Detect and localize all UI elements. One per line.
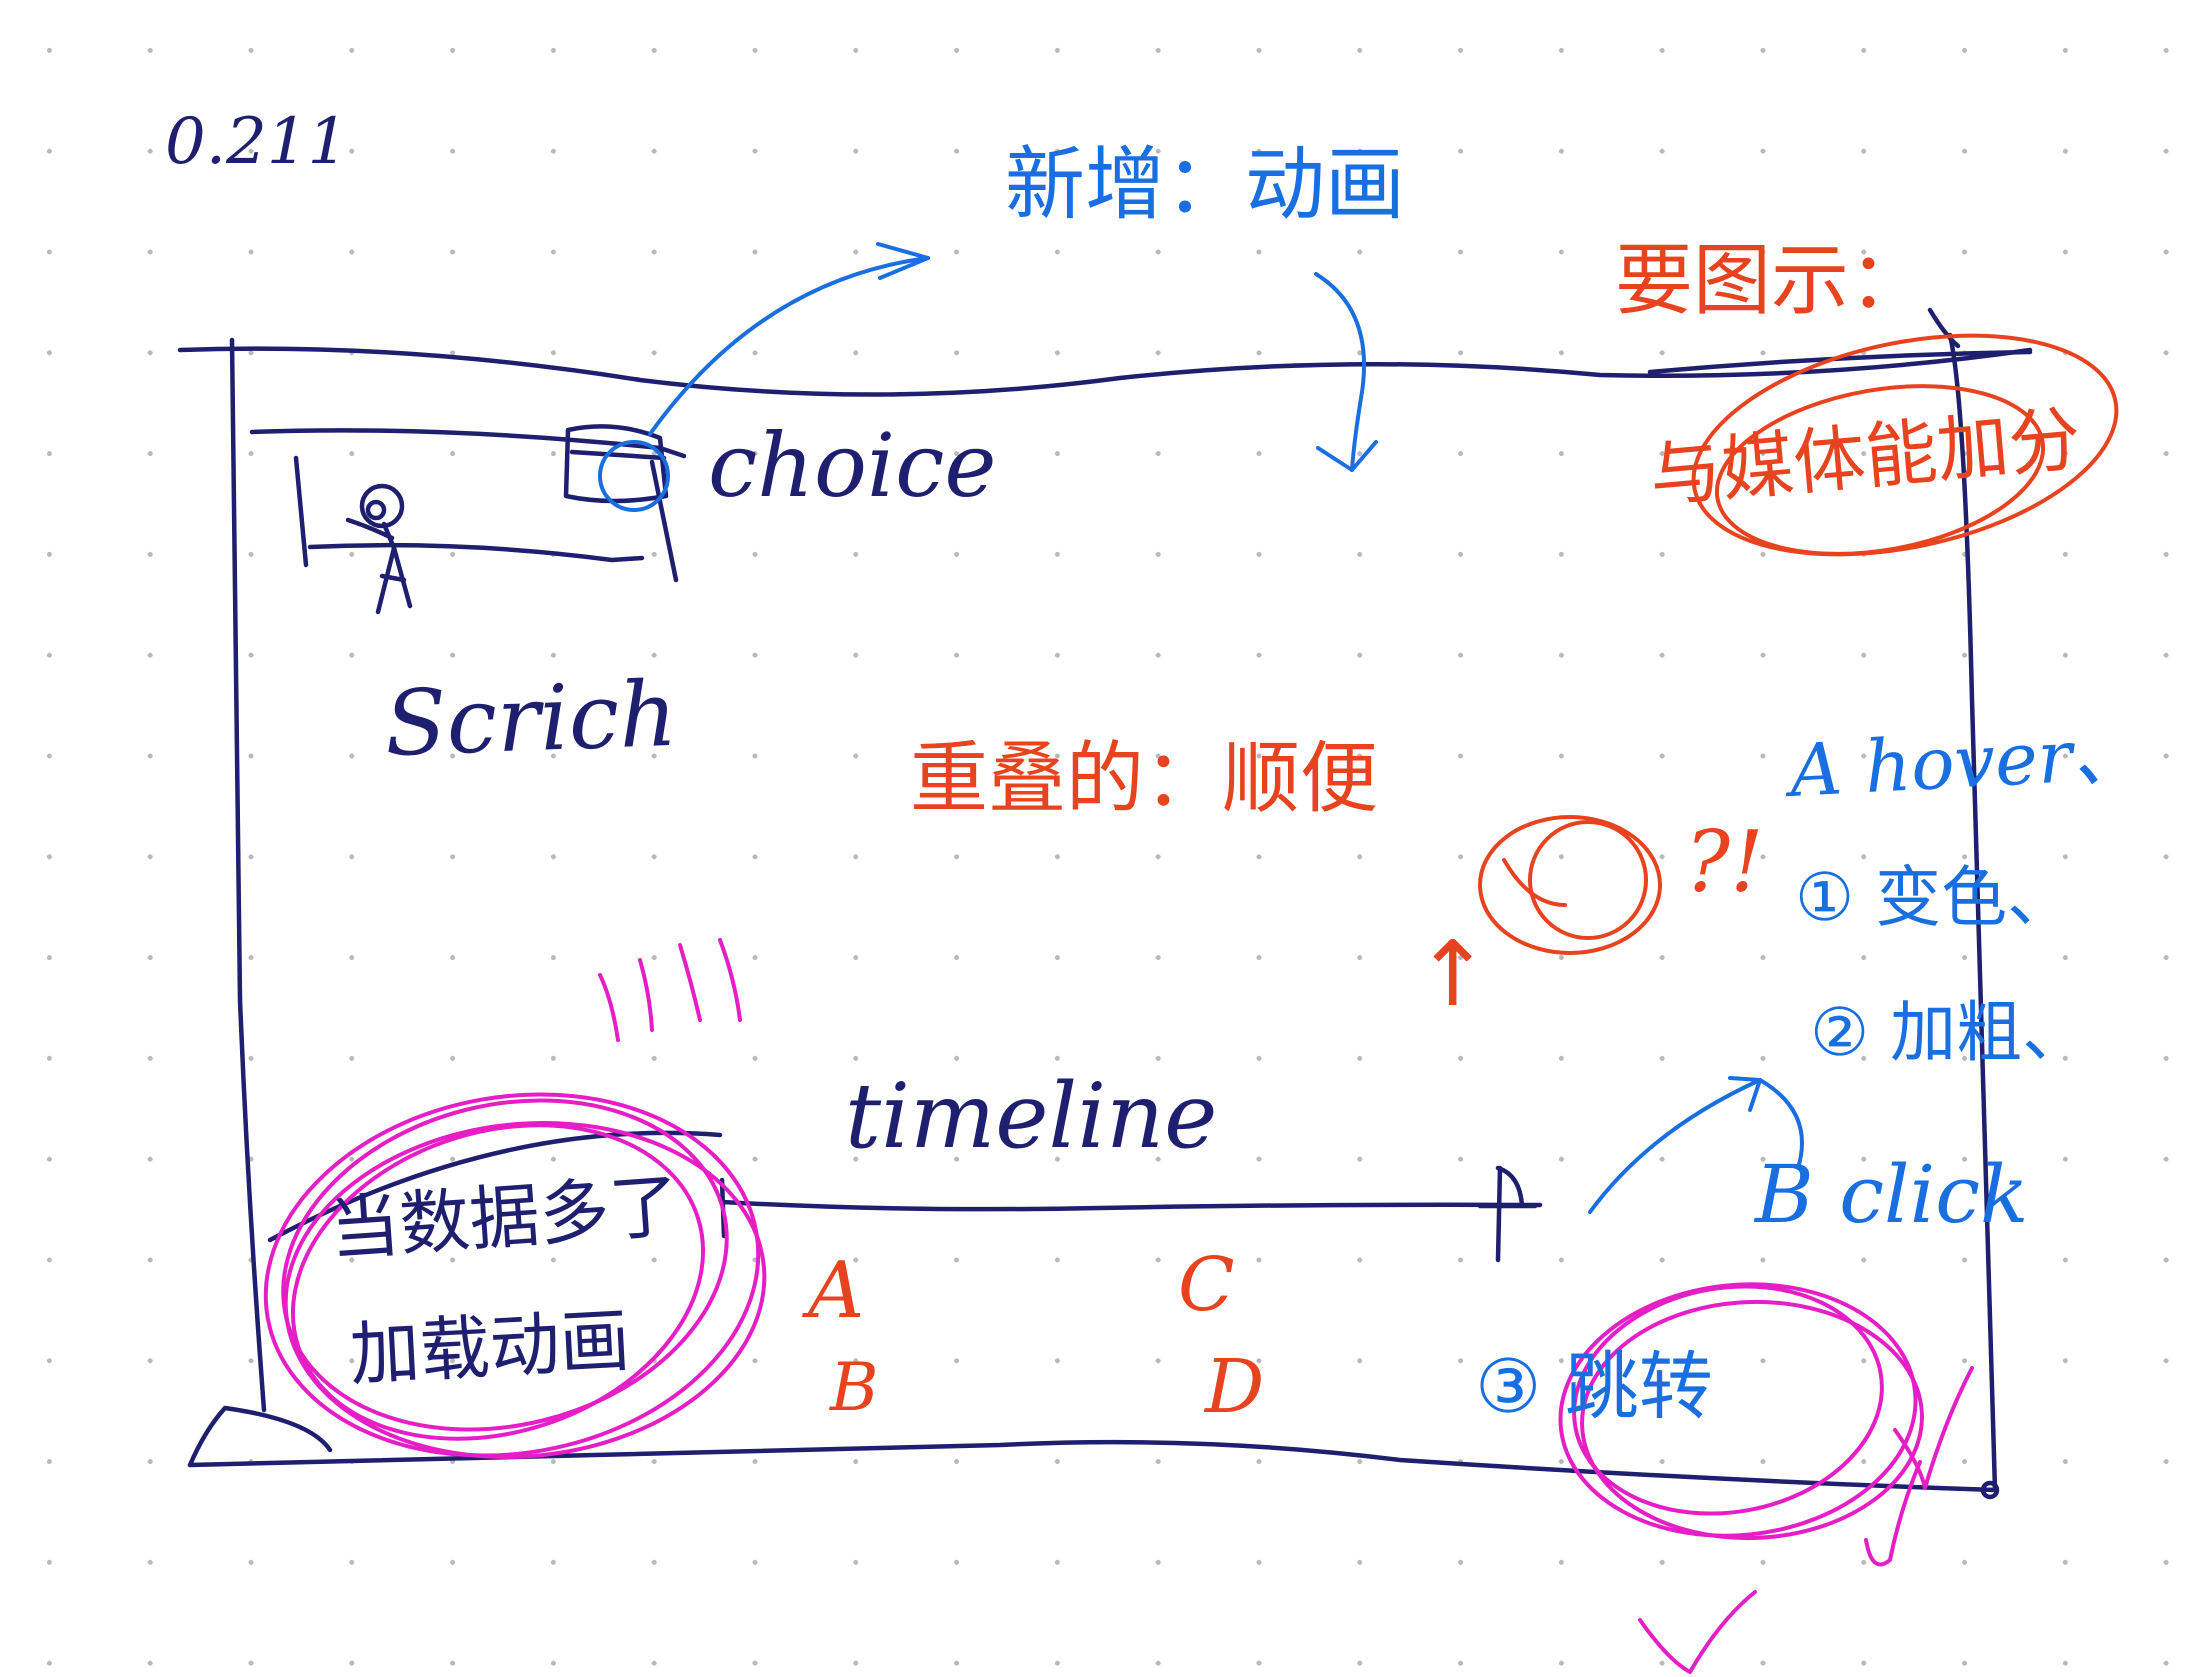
click-arrow: [1588, 1078, 1762, 1214]
frame-left-edge: [229, 337, 267, 1413]
center-ball-swirl: [1502, 858, 1567, 907]
right-diagram-note: 要图示：: [1615, 236, 1928, 326]
timeline-end-marker: [1477, 1165, 1538, 1263]
loader-ring-3: [283, 1121, 767, 1459]
header-strip-right: [649, 459, 679, 583]
sparkle-marks: [598, 938, 742, 1042]
timeline-track: [719, 1199, 1543, 1212]
animation-note: 新增：动画: [1005, 138, 1405, 231]
check-stroke-3: [1638, 1590, 1757, 1674]
center-ball-outer: [1478, 815, 1662, 955]
animation-down-arrowhead: [1316, 440, 1378, 472]
overlap-note: 重叠的：顺便: [910, 734, 1379, 824]
choice-box-line: [569, 449, 667, 461]
loader-ring-4: [290, 1123, 706, 1441]
avatar-arm: [345, 517, 395, 541]
hover-item-color: ① 变色、: [1795, 859, 2074, 936]
timeline-option-c[interactable]: C: [1178, 1242, 1235, 1328]
hover-label: A hover、: [1787, 710, 2147, 813]
frame-right-corner-hook: [1927, 307, 1961, 349]
frame-bottom-edge: [187, 1439, 1998, 1493]
avatar-head: [359, 483, 405, 529]
choice-box: [563, 424, 669, 504]
timeline-label: timeline: [845, 1064, 1218, 1169]
check-stroke-1: [1893, 1366, 1974, 1490]
frame-right-edge: [1947, 332, 1998, 1493]
hover-item-bold: ② 加粗、: [1810, 994, 2089, 1071]
loader-ring-2: [281, 1098, 729, 1432]
header-strip-bottom: [307, 542, 645, 563]
choice-label[interactable]: choice: [708, 414, 997, 517]
animation-down-arrow: [1314, 272, 1367, 472]
choice-highlight-ring: [598, 440, 670, 512]
loader-line2: 加载动画: [347, 1299, 632, 1396]
avatar-body: [375, 545, 413, 615]
redirect-ring-2: [1572, 1284, 1884, 1516]
timeline-option-b[interactable]: B: [830, 1349, 879, 1426]
header-strip-left: [293, 455, 309, 568]
center-ball-inner: [1528, 820, 1648, 940]
feature-ellipse: [1691, 333, 2119, 557]
frame-bottom-left-flourish: [187, 1405, 333, 1468]
avatar-caption: Scrich: [383, 661, 679, 777]
feature-ellipse-inner: [1714, 384, 2046, 556]
timeline-option-a[interactable]: A: [808, 1246, 865, 1336]
redirect-label: ③ 跳转: [1475, 1344, 1713, 1430]
timeline-option-d[interactable]: D: [1205, 1344, 1265, 1430]
check-stroke-2: [1864, 1460, 1922, 1567]
choice-to-animation-arrow: [648, 256, 930, 436]
frame-top-edge: [177, 346, 2033, 397]
click-arrow-hook: [1758, 1078, 1804, 1170]
choice-arrowhead: [876, 242, 930, 280]
avatar-head-inner: [365, 499, 387, 521]
ball-mark: ?!: [1685, 813, 1764, 911]
redirect-ring-3: [1580, 1299, 1924, 1541]
up-arrow-mark: ↑: [1415, 922, 1491, 1027]
click-label: B click: [1755, 1148, 2029, 1241]
timeline-track-top: [267, 1130, 723, 1243]
version-label: 0.211: [165, 105, 349, 179]
frame-corner-dot: [1980, 1480, 2000, 1500]
